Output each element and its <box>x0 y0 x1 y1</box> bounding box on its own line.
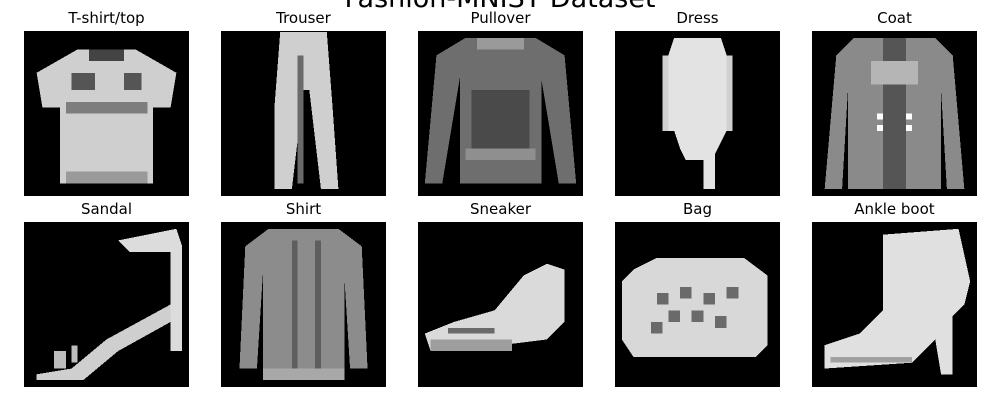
ankle-boot-image <box>812 222 977 387</box>
panel-title: Bag <box>682 200 712 218</box>
panel-coat: Coat <box>812 9 977 196</box>
panel-title: Coat <box>877 9 912 27</box>
panel-title: Trouser <box>276 9 331 27</box>
panel-trouser: Trouser <box>221 9 386 196</box>
panel-dress: Dress <box>615 9 780 196</box>
panel-shirt: Shirt <box>221 200 386 387</box>
panel-pullover: Pullover <box>418 9 583 196</box>
t-shirt-top-image <box>24 31 189 196</box>
panel-title: Ankle boot <box>854 200 935 218</box>
panel-sandal: Sandal <box>24 200 189 387</box>
sneaker-image <box>418 222 583 387</box>
panel-ankle-boot: Ankle boot <box>812 200 977 387</box>
panel-title: Pullover <box>470 9 531 27</box>
panel-bag: Bag <box>615 200 780 387</box>
panel-title: Sneaker <box>470 200 531 218</box>
panel-title: Sandal <box>80 200 133 218</box>
bag-image <box>615 222 780 387</box>
panel-title: T-shirt/top <box>68 9 145 27</box>
trouser-image <box>221 31 386 196</box>
shirt-image <box>221 222 386 387</box>
figure-title: Fashion-MNIST Dataset <box>0 0 1000 15</box>
sandal-image <box>24 222 189 387</box>
panel-title: Shirt <box>285 200 322 218</box>
panel-title: Dress <box>676 9 719 27</box>
coat-image <box>812 31 977 196</box>
panel-t-shirt-top: T-shirt/top <box>24 9 189 196</box>
dress-image <box>615 31 780 196</box>
pullover-image <box>418 31 583 196</box>
panel-sneaker: Sneaker <box>418 200 583 387</box>
